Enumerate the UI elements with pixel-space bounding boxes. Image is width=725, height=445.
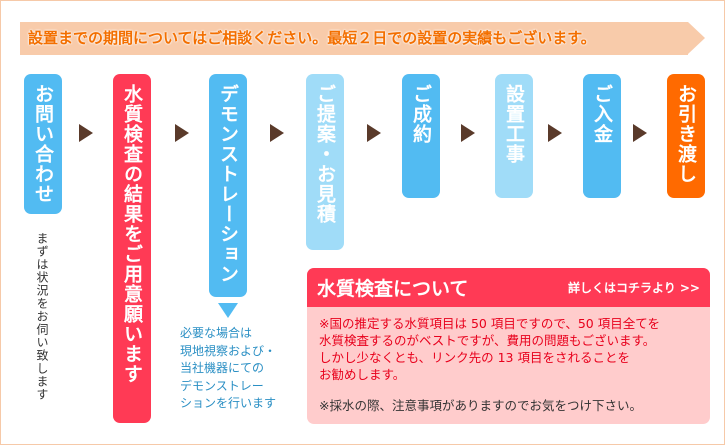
step-water-test: 水質検査の結果をご用意願います	[113, 74, 151, 423]
step-inquiry: お問い合わせ	[24, 74, 62, 214]
info-body: ※国の推定する水質項目は 50 項目ですので、50 項目全てを 水質検査するのが…	[319, 316, 660, 382]
demonstration-note: 必要な場合は 現地視察および・ 当社機器にての デモンストレー ションを行います	[180, 326, 277, 410]
step-demonstration: デモンストレーション	[209, 74, 247, 297]
inquiry-note: まずは状況をお伺い致します	[35, 232, 49, 401]
arrow-right-icon	[270, 124, 284, 142]
arrow-right-icon	[79, 124, 93, 142]
step-contract: ご成約	[402, 74, 440, 198]
arrow-right-icon	[175, 124, 189, 142]
water-test-info-box: 水質検査について 詳しくはコチラより >> ※国の推定する水質項目は 50 項目…	[307, 268, 710, 424]
lead-time-banner: 設置までの期間についてはご相談ください。最短２日での設置の実績もございます。	[20, 22, 688, 55]
step-installation: 設置工事	[495, 74, 533, 198]
arrow-right-icon	[633, 124, 647, 142]
arrow-right-icon	[548, 124, 562, 142]
details-link[interactable]: 詳しくはコチラより >>	[567, 281, 700, 295]
info-footnote: ※採水の際、注意事項がありますのでお気をつけ下さい。	[319, 398, 642, 413]
step-delivery: お引き渡し	[667, 74, 705, 198]
info-title: 水質検査について	[317, 278, 469, 300]
info-header: 水質検査について 詳しくはコチラより >>	[307, 268, 710, 307]
step-proposal: ご提案・お見積	[306, 74, 344, 250]
step-payment: ご入金	[583, 74, 621, 198]
arrow-down-icon	[218, 303, 238, 318]
arrow-right-icon	[461, 124, 475, 142]
banner-arrow-tip	[688, 22, 705, 54]
arrow-right-icon	[367, 124, 381, 142]
